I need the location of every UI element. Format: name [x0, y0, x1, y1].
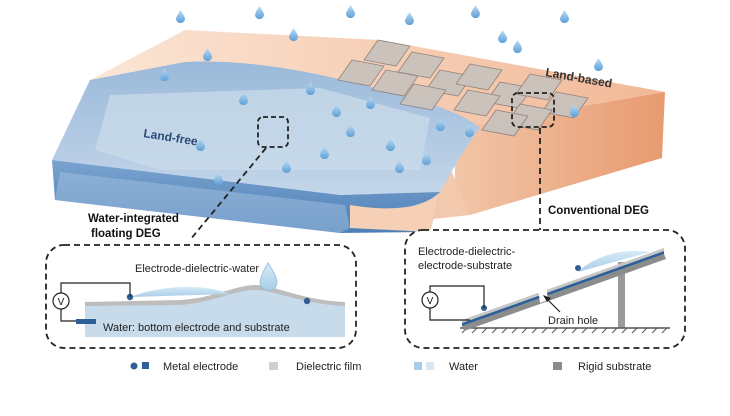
- rigid-substrate-icon: [553, 362, 562, 370]
- svg-text:V: V: [58, 297, 65, 308]
- legend-dielectric-film: Dielectric film: [296, 361, 361, 373]
- slab: Land-free Land-based: [52, 30, 665, 233]
- land-based-selection: [511, 92, 555, 128]
- voltmeter-left: [52, 292, 70, 310]
- conventional-deg-title: Conventional DEG: [548, 205, 649, 217]
- bottom-electrode: [76, 319, 96, 324]
- dielectric-plate: [462, 248, 664, 323]
- metal-electrode-icon: [130, 362, 138, 370]
- edw-label: Electrode-dielectric-water: [135, 263, 259, 275]
- legend-rigid-substrate: Rigid substrate: [578, 361, 651, 373]
- plate-top-electrode: [575, 265, 581, 271]
- bottom-electrode-plate: [462, 251, 664, 326]
- svg-text:V: V: [427, 296, 434, 307]
- legend-metal-electrode: Metal electrode: [163, 361, 238, 373]
- top-electrode-dot-2: [303, 297, 311, 305]
- floating-deg-title: floating DEG: [91, 228, 161, 240]
- edes-label-line2: electrode-substrate: [418, 260, 512, 272]
- plate-water-dome: [578, 250, 650, 272]
- land-free-selection: [257, 116, 289, 148]
- water-bottom-label: Water: bottom electrode and substrate: [103, 322, 290, 334]
- floating-deg-panel: V Electrode-dielectric-water Water: bott…: [45, 244, 357, 349]
- support-post: [618, 262, 625, 328]
- voltmeter-right: [421, 291, 439, 309]
- dielectric-sheet: [95, 88, 430, 170]
- legend-water: Water: [449, 361, 478, 373]
- legend: Metal electrode Dielectric film Water Ri…: [130, 361, 651, 373]
- rigid-substrate-plate: [462, 254, 666, 331]
- dielectric-film: [85, 285, 345, 306]
- falling-drop: [259, 262, 278, 291]
- edes-label-line1: Electrode-dielectric-: [418, 246, 516, 258]
- land-panels: [337, 39, 589, 137]
- drain-hole-label: Drain hole: [548, 315, 598, 327]
- water-integrated-title: Water-integrated: [88, 213, 179, 225]
- water-icon: [414, 362, 422, 370]
- conventional-deg-panel: V Drain hole Electrode-dielectric- elect…: [404, 229, 686, 349]
- water-dome: [130, 286, 230, 297]
- dielectric-film-icon: [269, 362, 278, 370]
